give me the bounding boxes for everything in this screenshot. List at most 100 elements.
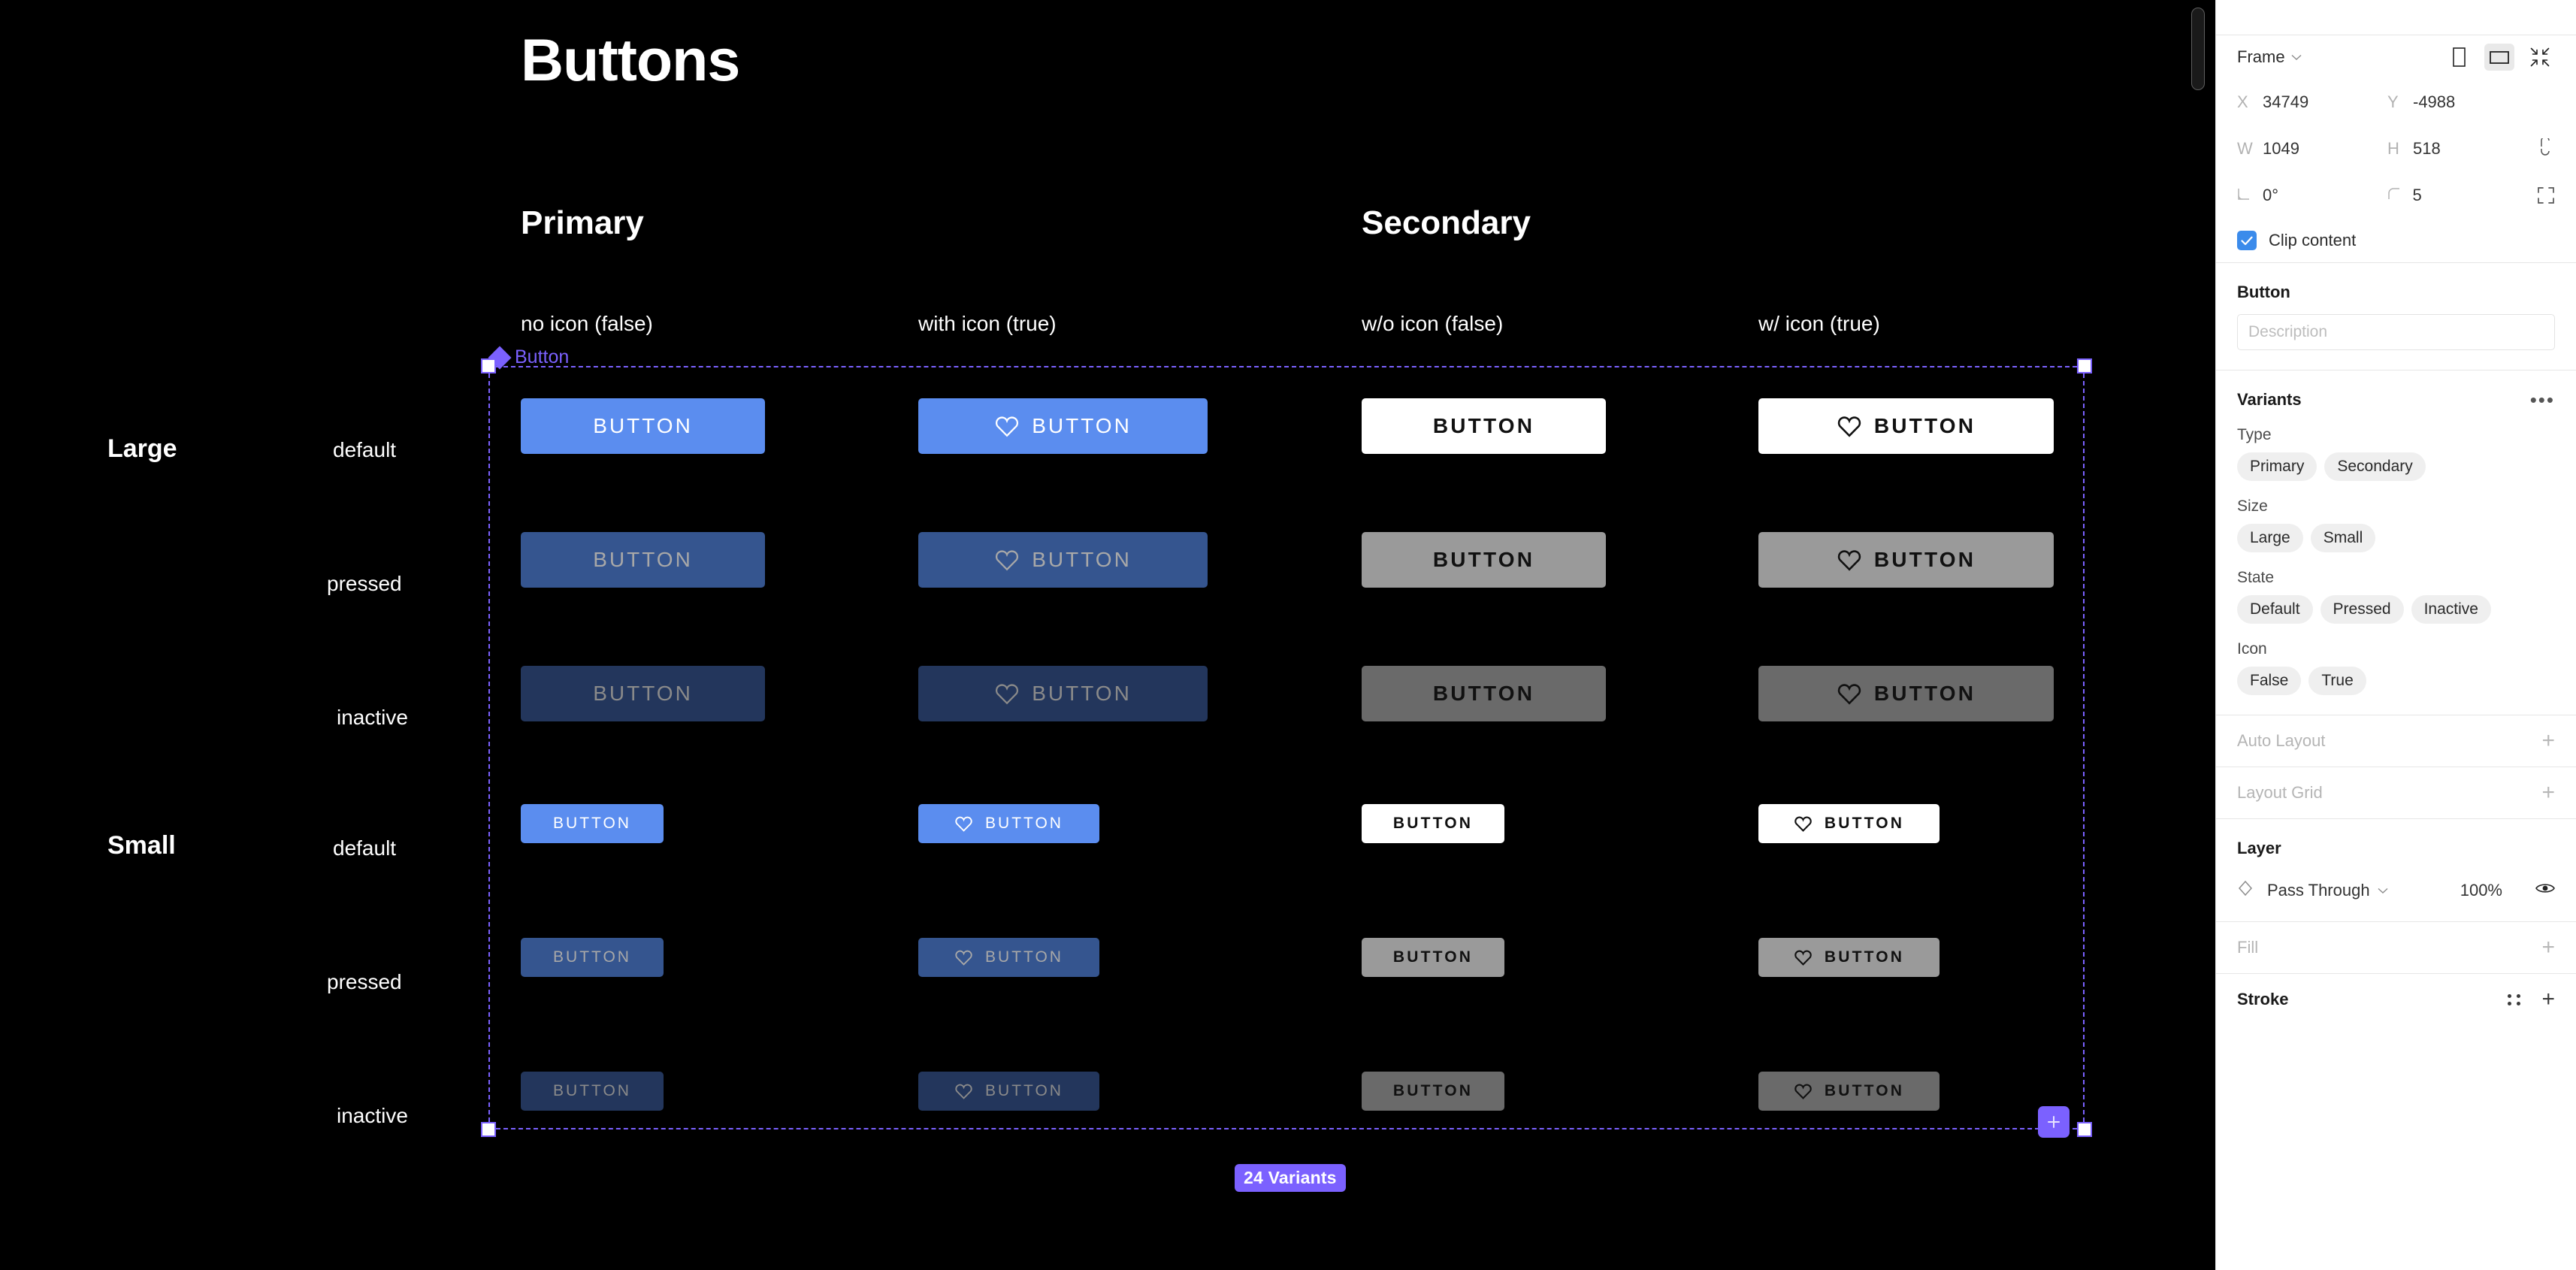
button-primary-large-inactive-icon[interactable]: BUTTON [918, 666, 1208, 721]
constrain-proportions-icon [2541, 138, 2550, 156]
corner-radius-field[interactable]: 5 [2387, 186, 2538, 205]
add-auto-layout-button[interactable]: + [2541, 728, 2555, 753]
button-primary-small-inactive-noicon[interactable]: BUTTON [521, 1072, 664, 1111]
variant-option-pressed[interactable]: Pressed [2320, 595, 2404, 624]
visibility-toggle[interactable] [2535, 881, 2555, 900]
button-primary-small-pressed-icon[interactable]: BUTTON [918, 938, 1099, 977]
y-field[interactable]: Y -4988 [2387, 92, 2538, 112]
page-title: Buttons [521, 26, 740, 93]
variant-property-name-state: State [2237, 569, 2275, 586]
component-section: Button [2216, 263, 2576, 370]
x-value: 34749 [2263, 92, 2309, 111]
component-description-input[interactable] [2237, 314, 2555, 350]
width-label: W [2237, 139, 2253, 158]
resize-handle-bottom-right[interactable] [2077, 1122, 2092, 1137]
width-field[interactable]: W 1049 [2237, 139, 2387, 159]
layer-opacity-value[interactable]: 100% [2460, 881, 2502, 900]
heart-icon [1794, 950, 1812, 966]
button-primary-large-default-noicon[interactable]: BUTTON [521, 398, 765, 454]
button-primary-small-pressed-noicon[interactable]: BUTTON [521, 938, 664, 977]
variant-option-secondary[interactable]: Secondary [2324, 452, 2426, 481]
button-primary-small-default-noicon[interactable]: BUTTON [521, 804, 664, 843]
button-primary-small-inactive-icon[interactable]: BUTTON [918, 1072, 1099, 1111]
button-secondary-large-pressed-icon[interactable]: BUTTON [1758, 532, 2054, 588]
divider [2216, 818, 2576, 819]
button-secondary-small-inactive-icon[interactable]: BUTTON [1758, 1072, 1940, 1111]
x-field[interactable]: X 34749 [2237, 92, 2387, 112]
variant-option-default[interactable]: Default [2237, 595, 2313, 624]
more-options-icon[interactable]: ••• [2529, 389, 2555, 411]
button-secondary-small-pressed-icon[interactable]: BUTTON [1758, 938, 1940, 977]
button-primary-large-pressed-icon[interactable]: BUTTON [918, 532, 1208, 588]
button-secondary-large-default-noicon[interactable]: BUTTON [1362, 398, 1606, 454]
heart-icon [1794, 1084, 1812, 1099]
button-primary-large-inactive-noicon[interactable]: BUTTON [521, 666, 765, 721]
y-label: Y [2387, 92, 2399, 111]
button-label: BUTTON [985, 1082, 1063, 1099]
column-header-3: w/o icon (false) [1362, 312, 1504, 335]
frame-label[interactable]: Button [488, 346, 570, 369]
canvas-vertical-scrollbar[interactable] [2191, 8, 2205, 90]
button-secondary-small-default-noicon[interactable]: BUTTON [1362, 804, 1504, 843]
button-secondary-large-inactive-icon[interactable]: BUTTON [1758, 666, 2054, 721]
component-name: Button [2237, 283, 2290, 301]
button-secondary-large-default-icon[interactable]: BUTTON [1758, 398, 2054, 454]
blend-mode-icon [2237, 880, 2254, 901]
clip-content-checkbox[interactable] [2237, 231, 2257, 250]
button-secondary-small-pressed-noicon[interactable]: BUTTON [1362, 938, 1504, 977]
collapse-arrows-icon [2530, 47, 2550, 67]
heart-icon [955, 950, 972, 966]
variant-option-large[interactable]: Large [2237, 524, 2303, 552]
variant-option-true[interactable]: True [2308, 667, 2366, 695]
constrain-proportions-button[interactable] [2538, 138, 2555, 159]
portrait-frame-button[interactable] [2444, 44, 2474, 71]
width-value: 1049 [2263, 139, 2299, 158]
button-label: BUTTON [985, 948, 1063, 966]
clip-content-row[interactable]: Clip content [2216, 219, 2576, 262]
design-canvas[interactable]: Buttons Primary Secondary no icon (false… [0, 0, 2215, 1270]
button-primary-large-pressed-noicon[interactable]: BUTTON [521, 532, 765, 588]
variant-property-name-icon: Icon [2237, 640, 2267, 658]
landscape-frame-button[interactable] [2484, 44, 2514, 71]
stroke-title: Stroke [2237, 990, 2289, 1008]
button-label: BUTTON [1432, 682, 1535, 705]
blend-mode-dropdown[interactable]: Pass Through [2267, 881, 2388, 900]
state-label-large-inactive: inactive [337, 706, 408, 729]
button-primary-small-default-icon[interactable]: BUTTON [918, 804, 1099, 843]
button-secondary-small-inactive-noicon[interactable]: BUTTON [1362, 1072, 1504, 1111]
resize-handle-top-right[interactable] [2077, 358, 2092, 373]
height-value: 518 [2413, 139, 2441, 158]
size-row: W 1049 H 518 [2216, 125, 2576, 172]
stroke-style-icon[interactable] [2508, 993, 2522, 1005]
node-type-dropdown[interactable]: Frame [2237, 47, 2302, 67]
variant-option-primary[interactable]: Primary [2237, 452, 2317, 481]
independent-corners-icon [2538, 187, 2554, 204]
independent-corners-button[interactable] [2537, 186, 2555, 204]
column-header-4: w/ icon (true) [1758, 312, 1880, 335]
button-secondary-large-inactive-noicon[interactable]: BUTTON [1362, 666, 1606, 721]
divider [2216, 262, 2576, 263]
button-label: BUTTON [593, 682, 693, 705]
button-secondary-small-default-icon[interactable]: BUTTON [1758, 804, 1940, 843]
resize-handle-bottom-left[interactable] [481, 1122, 496, 1137]
properties-panel: Frame [2215, 0, 2576, 1270]
height-label: H [2387, 139, 2399, 158]
add-fill-button[interactable]: + [2541, 935, 2555, 960]
button-label: BUTTON [1873, 414, 1976, 437]
add-stroke-button[interactable]: + [2541, 987, 2555, 1011]
rotation-field[interactable]: 0° [2237, 186, 2387, 205]
clip-content-label: Clip content [2269, 231, 2357, 249]
resize-handle-top-left[interactable] [481, 358, 496, 373]
height-field[interactable]: H 518 [2387, 139, 2538, 159]
frame-label-text: Button [515, 346, 570, 367]
heart-icon [1837, 416, 1861, 437]
add-variant-button[interactable] [2038, 1106, 2070, 1138]
variant-option-small[interactable]: Small [2310, 524, 2376, 552]
button-secondary-large-pressed-noicon[interactable]: BUTTON [1362, 532, 1606, 588]
collapse-button[interactable] [2525, 44, 2555, 71]
variant-option-inactive[interactable]: Inactive [2411, 595, 2491, 624]
variants-count-badge[interactable]: 24 Variants [1235, 1164, 1346, 1192]
variant-option-false[interactable]: False [2237, 667, 2302, 695]
add-layout-grid-button[interactable]: + [2541, 780, 2555, 805]
button-primary-large-default-icon[interactable]: BUTTON [918, 398, 1208, 454]
